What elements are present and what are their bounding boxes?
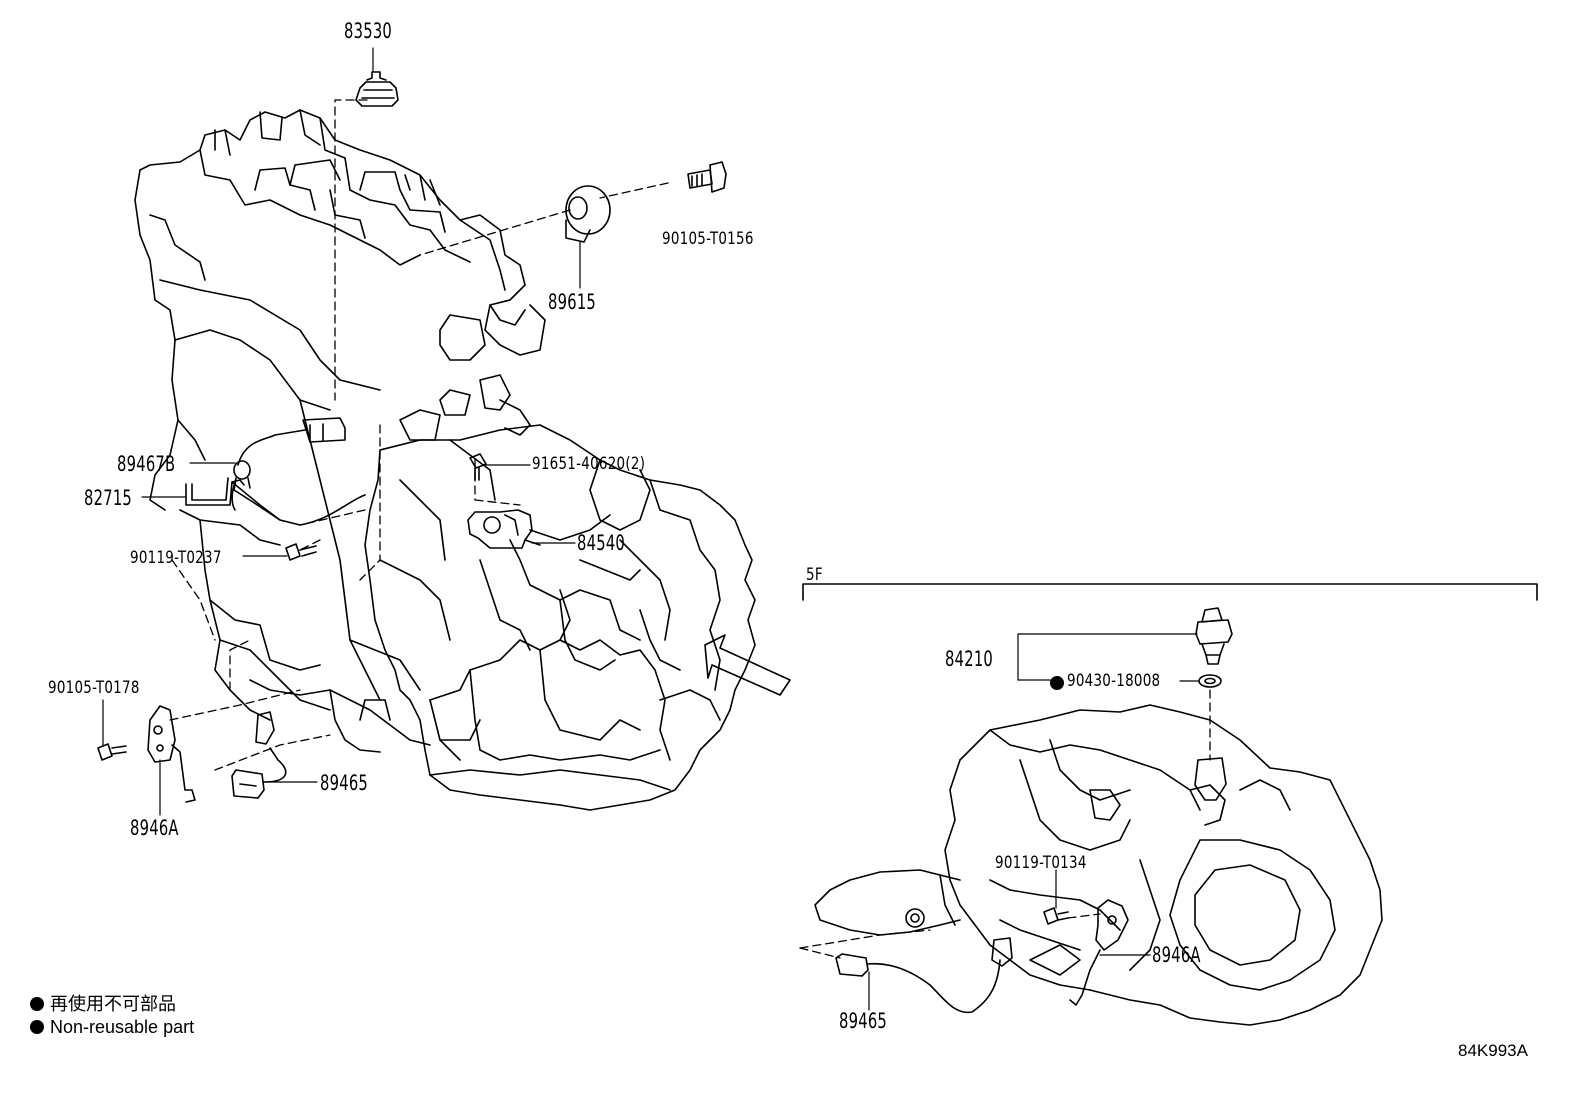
- part-label-90105-T0178[interactable]: 90105-T0178: [48, 678, 140, 698]
- part-label-84540[interactable]: 84540: [577, 531, 626, 555]
- legend-text-jp: 再使用不可部品: [50, 994, 176, 1014]
- left-solid-leaders: [102, 47, 581, 816]
- legend-text-en: Non-reusable part: [50, 1017, 195, 1037]
- part-label-89465-left[interactable]: 89465: [320, 771, 369, 795]
- part-90105-T0178-drawing: [97, 743, 127, 761]
- part-label-90119-T0134[interactable]: 90119-T0134: [995, 853, 1087, 873]
- engine-assembly-outline: [134, 109, 791, 811]
- left-leader-lines: [169, 99, 669, 771]
- non-reusable-dot: [1050, 676, 1064, 690]
- legend-dot-en: [30, 1020, 44, 1034]
- part-label-84210[interactable]: 84210: [945, 647, 994, 671]
- part-label-89467B[interactable]: 89467B: [117, 452, 176, 476]
- part-83530-drawing: [355, 71, 399, 107]
- diagram-id: 84K993A: [1458, 1041, 1528, 1060]
- section-label-5f: 5F: [806, 565, 823, 585]
- part-8946A-right-drawing: [1069, 899, 1129, 1006]
- part-84540-drawing: [467, 509, 541, 549]
- part-label-90105-T0156[interactable]: 90105-T0156: [662, 229, 754, 249]
- part-label-89465-right[interactable]: 89465: [839, 1009, 888, 1033]
- part-90119-T0237-drawing: [285, 543, 317, 561]
- part-82715-drawing: [185, 477, 281, 521]
- part-label-91651-40620[interactable]: 91651-40620(2): [532, 454, 646, 474]
- part-89615-drawing: [565, 185, 611, 243]
- part-91651-40620-drawing: [469, 453, 487, 481]
- part-90430-18008-drawing: [1198, 674, 1222, 688]
- manual-transaxle-outline: [814, 704, 1383, 1026]
- part-90119-T0134-drawing: [1043, 907, 1069, 925]
- part-label-90430-18008[interactable]: 90430-18008: [1067, 671, 1161, 691]
- part-90105-T0156-drawing: [687, 161, 727, 193]
- part-label-8946A-left[interactable]: 8946A: [130, 816, 179, 840]
- right-solid-leaders: [868, 633, 1199, 1011]
- part-label-8946A-right[interactable]: 8946A: [1152, 943, 1201, 967]
- part-89467B-drawing: [231, 417, 366, 526]
- section-5f-bracket: [802, 583, 1538, 601]
- part-label-82715[interactable]: 82715: [84, 486, 133, 510]
- legend-dot-jp: [30, 997, 44, 1011]
- part-label-90119-T0237[interactable]: 90119-T0237: [130, 548, 222, 568]
- right-leader-lines: [799, 689, 1211, 959]
- part-label-89615[interactable]: 89615: [548, 290, 597, 314]
- part-89465-left-drawing: [231, 711, 287, 799]
- part-89465-right-drawing: [835, 937, 1013, 1014]
- part-84210-drawing: [1195, 607, 1233, 665]
- part-label-83530[interactable]: 83530: [344, 19, 393, 43]
- part-8946A-left-drawing: [147, 705, 196, 803]
